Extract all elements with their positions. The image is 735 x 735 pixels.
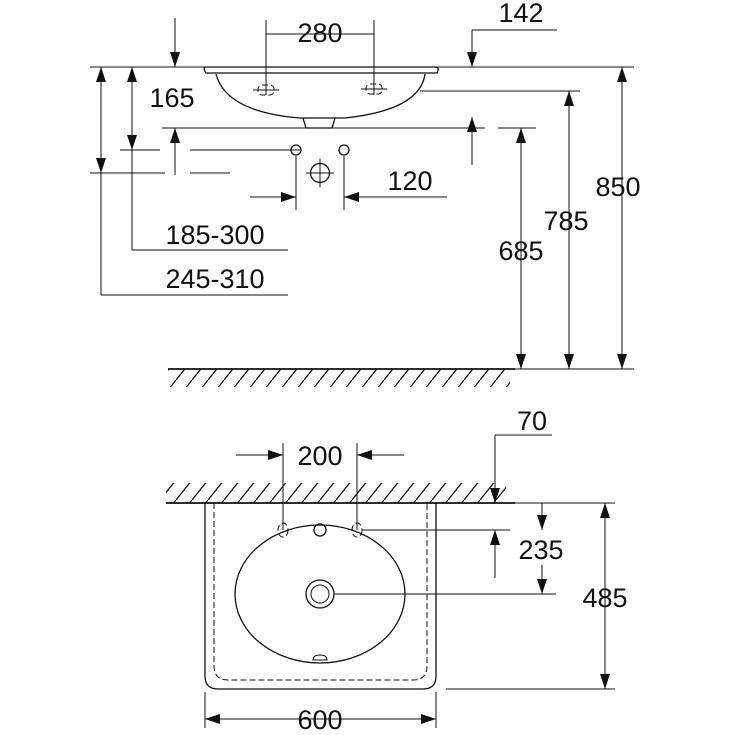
wall-hatch (166, 483, 515, 504)
dim-485: 485 (446, 502, 628, 690)
dim-785-label: 785 (543, 206, 588, 236)
dim-600: 600 (204, 692, 437, 735)
dim-235: 235 (334, 503, 564, 595)
dim-685: 685 (498, 127, 544, 369)
dim-600-label: 600 (297, 705, 342, 735)
dim-245-310: 245-310 (90, 67, 288, 296)
basin-top-outline (204, 503, 437, 690)
dim-485-label: 485 (582, 583, 627, 613)
dim-200-label: 200 (297, 441, 342, 471)
dim-142-label: 142 (498, 0, 543, 28)
dim-280: 280 (265, 18, 375, 95)
side-view: 280 142 165 (90, 0, 641, 387)
dim-165: 165 (149, 83, 485, 175)
dim-685-label: 685 (498, 236, 543, 266)
dim-185-300-label: 185-300 (165, 220, 264, 250)
top-view: 200 70 235 485 (166, 406, 628, 735)
dim-142: 142 (170, 0, 557, 67)
dim-235-label: 235 (518, 535, 563, 565)
basin-side-profile (203, 66, 439, 129)
dim-280-label: 280 (297, 18, 342, 48)
dim-185-300: 185-300 (120, 67, 288, 251)
dim-70: 70 (490, 406, 552, 503)
dim-120-label: 120 (387, 166, 432, 196)
dim-200: 200 (236, 441, 404, 530)
wall-fittings (190, 144, 350, 187)
dim-120: 120 (250, 156, 447, 210)
dim-245-310-label: 245-310 (165, 264, 264, 294)
dim-785: 785 (420, 90, 589, 369)
dim-850-label: 850 (595, 172, 640, 202)
floor-hatch (168, 368, 515, 387)
dim-165-label: 165 (149, 83, 194, 113)
dim-70-label: 70 (517, 406, 547, 436)
dim-850: 850 (515, 67, 641, 370)
